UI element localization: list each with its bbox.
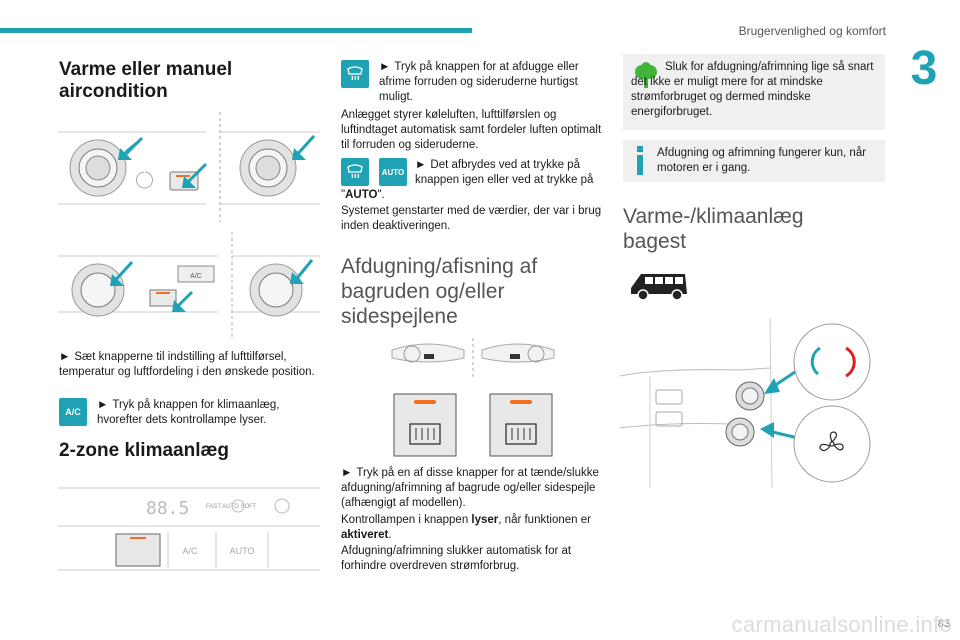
chapter-number: 3 bbox=[910, 42, 938, 95]
fan-icon bbox=[819, 431, 844, 452]
figure-manual-ac-panel-bottom: A/C bbox=[58, 232, 320, 340]
heading-rear-defrost: Afdugning/afisning af bagruden og/eller … bbox=[341, 255, 538, 328]
note-energy: Sluk for afdugning/afrimning lige så sna… bbox=[623, 54, 885, 130]
panel-display: 88.5 bbox=[146, 498, 189, 519]
panel-btn-auto: AUTO bbox=[230, 546, 255, 556]
arrow-icon: ► bbox=[341, 467, 353, 479]
text-press-rear-defrost: ►Tryk på en af disse knapper for at tænd… bbox=[341, 467, 599, 509]
text-press-defrost-1: ►Tryk på knappen for at afdugge eller af… bbox=[379, 61, 579, 103]
watermark: carmanualsonline.info bbox=[731, 612, 952, 637]
heading-2zone: 2-zone klimaanlæg bbox=[59, 440, 229, 461]
note-engine: Afdugning og afrimning fungerer kun, når… bbox=[623, 140, 885, 182]
text-indicator-lamp: Kontrollampen i knappen lyser, når funkt… bbox=[341, 514, 591, 541]
panel-modes: FAST AUTO SOFT bbox=[206, 504, 257, 510]
text-set-knobs: ►Sæt knapperne til indstilling af luftti… bbox=[59, 351, 315, 378]
van-icon bbox=[631, 274, 687, 301]
page-number: 83 bbox=[937, 618, 950, 630]
info-icon bbox=[637, 146, 643, 175]
heading-manual-ac: Varme eller manuel aircondition bbox=[59, 59, 233, 102]
heading-rear-climate: Varme-/klimaanlæg bagest bbox=[623, 205, 804, 253]
figure-2zone-panel: 88.5 FAST AUTO SOFT A/C AUTO bbox=[58, 487, 320, 571]
header-accent-bar bbox=[0, 28, 472, 33]
panel-btn-ac: A/C bbox=[182, 546, 198, 556]
auto-bold: AUTO bbox=[345, 189, 378, 201]
figure-rear-defrost bbox=[391, 338, 555, 457]
defrost-windscreen-icon bbox=[347, 66, 363, 81]
defrost-windscreen-icon bbox=[347, 164, 363, 179]
note-engine-text: Afdugning og afrimning fungerer kun, når… bbox=[657, 147, 867, 174]
text-auto-off: Afdugning/afrimning slukker automatisk f… bbox=[341, 545, 572, 572]
text-deactivate: ►Det afbrydes ved at trykke på knappen i… bbox=[415, 159, 594, 186]
top-panel-ac-label: A/C bbox=[190, 273, 202, 280]
note-energy-text: Sluk for afdugning/afrimning lige så sna… bbox=[631, 61, 874, 118]
ac-button-icon: A/C bbox=[59, 398, 87, 426]
section-title: Brugervenlighed og komfort bbox=[738, 24, 886, 38]
text-system-restarts: Systemet genstarter med de værdier, der … bbox=[341, 205, 602, 232]
eco-tree-icon bbox=[635, 62, 657, 88]
text-auto-ref: "AUTO". bbox=[341, 189, 385, 201]
defrost-button-icon-2 bbox=[341, 158, 369, 186]
arrow-icon: ► bbox=[97, 399, 109, 411]
arrow-icon: ► bbox=[379, 61, 391, 73]
figure-manual-ac-panel-top bbox=[58, 112, 320, 222]
defrost-button-icon bbox=[341, 60, 369, 88]
figure-rear-climate-controls bbox=[620, 318, 871, 489]
text-system-controls: Anlægget styrer køleluften, lufttilførsl… bbox=[341, 109, 602, 151]
arrow-icon: ► bbox=[59, 351, 71, 363]
text-press-ac: ►Tryk på knappen for klimaanlæg, hvoreft… bbox=[97, 399, 280, 426]
auto-button-icon: AUTO bbox=[379, 158, 407, 186]
arrow-icon: ► bbox=[415, 159, 427, 171]
